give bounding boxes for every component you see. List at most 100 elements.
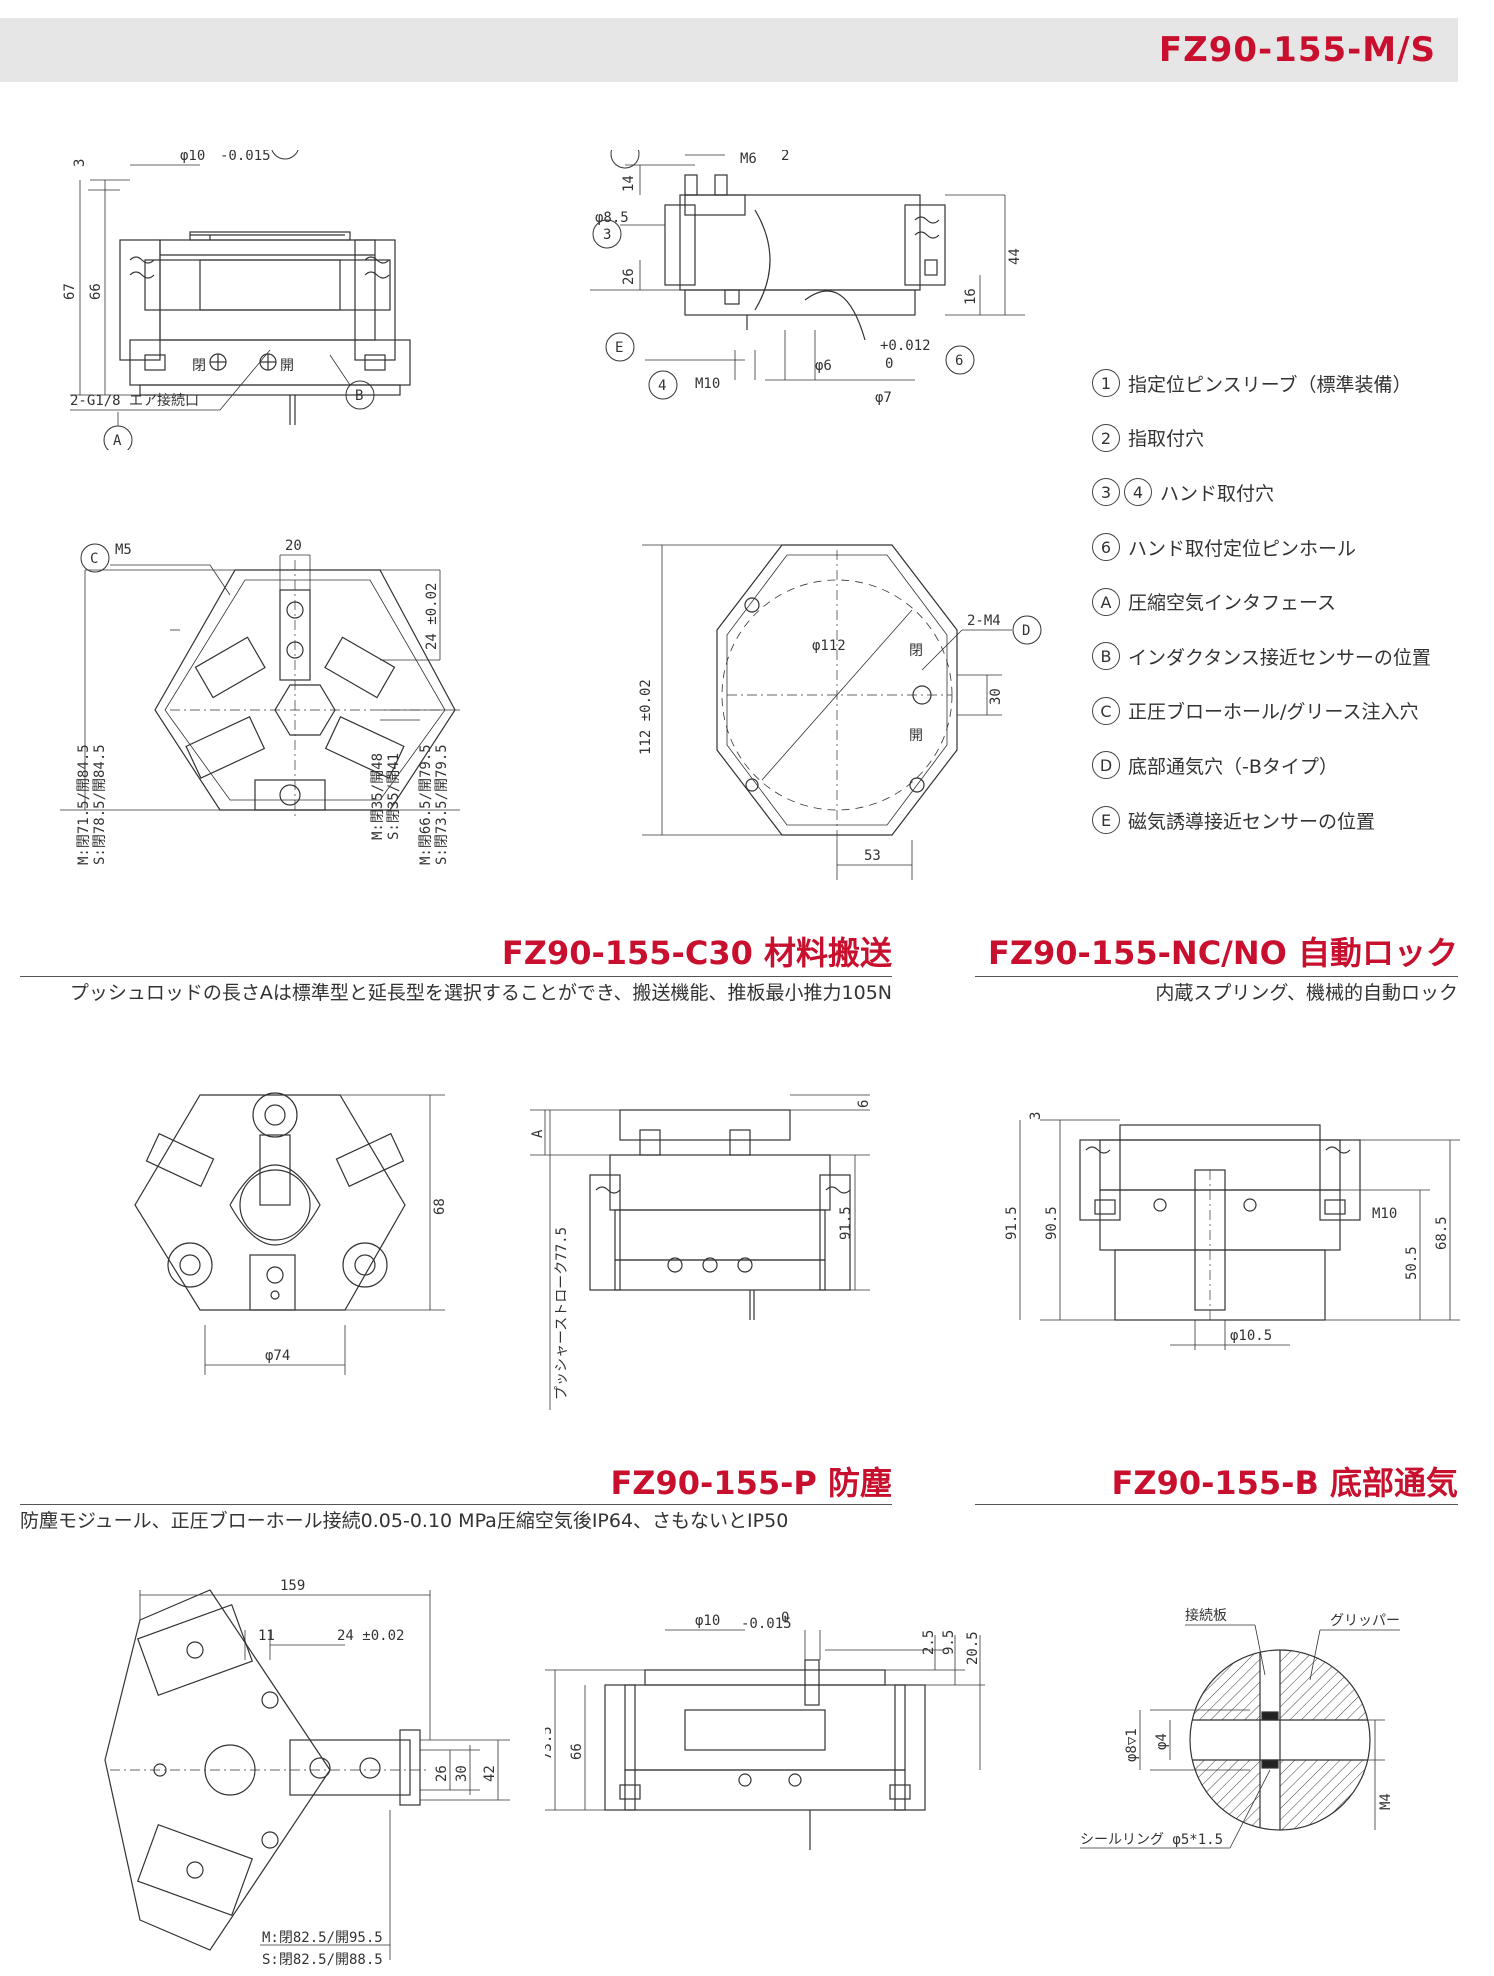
- section-title-ncno: FZ90-155-NC/NO 自動ロック: [987, 934, 1458, 972]
- top-dim-v2: S:閉78.5/開84.5: [92, 744, 108, 865]
- ncno-dim-905: 90.5: [1044, 1206, 1060, 1240]
- legend-text: ハンド取付定位ピンホール: [1128, 537, 1357, 560]
- bottom-label-close: 閉: [909, 643, 923, 659]
- ncno-dim-505: 50.5: [1404, 1246, 1420, 1280]
- legend-mark: 2: [1092, 423, 1120, 452]
- b-detail-gripper: グリッパー: [1330, 1613, 1400, 1629]
- p-top-dim-159: 159: [280, 1578, 305, 1594]
- legend-mark: B: [1092, 642, 1120, 671]
- legend-text: 底部通気穴（-Bタイプ）: [1128, 755, 1338, 778]
- section-title-c30: FZ90-155-C30 材料搬送: [501, 934, 892, 972]
- top-view-drawing: C M5 20 24 ±0.02 M:閉71.5/開84.5 S:閉78.5/開…: [60, 510, 580, 880]
- top-dim-v5: M:閉66.5/開79.5: [418, 744, 434, 865]
- p-top-drawing: 159 11 24 ±0.02 26 30 42 M:閉82.5/開95.5 S…: [100, 1550, 520, 1970]
- side-dim-d85: φ8.5: [595, 210, 629, 226]
- bottom-view-drawing: 112 ±0.02 φ112 2-M4 D 閉 開 30 53: [612, 530, 1082, 880]
- side-dim-m10: M10: [695, 376, 720, 392]
- side-dim-m6: M6: [740, 151, 757, 167]
- side-circle-e: E: [615, 340, 623, 356]
- p-top-dim-42: 42: [482, 1765, 498, 1782]
- top-dim-m5: M5: [115, 542, 132, 558]
- legend-item-6: 6 ハンド取付定位ピンホール: [1092, 520, 1482, 575]
- front-circle-a: A: [113, 433, 122, 449]
- top-dim-24: 24 ±0.02: [424, 583, 440, 650]
- side-dim-16: 16: [963, 288, 979, 305]
- b-detail-seal: シールリング φ5*1.5: [1080, 1832, 1223, 1848]
- ncno-dim-105: φ10.5: [1230, 1328, 1272, 1344]
- p-side-dim-25: 2.5: [921, 1630, 937, 1655]
- front-label-close: 閉: [192, 358, 206, 374]
- side-circle-3: 3: [603, 227, 611, 243]
- legend-mark: 3: [1092, 478, 1120, 507]
- bottom-label-open: 開: [909, 728, 923, 744]
- front-dim-67: 67: [62, 283, 78, 300]
- front-air-port: 2-G1/8 エア接続口: [70, 392, 199, 409]
- legend-item-2: 2 指取付穴: [1092, 411, 1482, 466]
- ncno-dim-3: 3: [1028, 1112, 1044, 1120]
- front-dim-3: 3: [72, 159, 88, 167]
- legend-item-1: 1 指定位ピンスリーブ（標準装備）: [1092, 356, 1482, 411]
- legend-item-c: C 正圧ブローホール/グリース注入穴: [1092, 684, 1482, 739]
- legend-text: インダクタンス接近センサーの位置: [1128, 646, 1431, 669]
- top-dim-v1: M:閉71.5/開84.5: [76, 744, 92, 865]
- legend-text: 指取付穴: [1128, 428, 1205, 451]
- b-detail-drawing: 接続板 グリッパー φ8▽1 φ4 M4 シールリング φ5*1.5: [1080, 1590, 1420, 1860]
- header-bar: FZ90-155-M/S: [0, 18, 1458, 82]
- side-dim-26: 26: [621, 268, 637, 285]
- front-dim-tolm: -0.015: [220, 150, 271, 164]
- legend-item-b: B インダクタンス接近センサーの位置: [1092, 629, 1482, 684]
- c30-side-dim-915: 91.5: [838, 1206, 854, 1240]
- legend-item-e: E 磁気誘導接近センサーの位置: [1092, 793, 1482, 848]
- section-desc-c30: プッシュロッドの長さAは標準型と延長型を選択することができ、搬送機能、推板最小推…: [69, 982, 892, 1004]
- ncno-dim-685: 68.5: [1434, 1216, 1450, 1250]
- top-dim-v6: S:閉73.5/開79.5: [434, 744, 450, 865]
- side-tol-plus: +0.012: [880, 338, 931, 354]
- side-dim-44: 44: [1007, 248, 1023, 265]
- p-top-dim-v2: S:閉82.5/開88.5: [262, 1952, 383, 1968]
- section-desc-p: 防塵モジュール、正圧ブローホール接続0.05-0.10 MPa圧縮空気後IP64…: [20, 1510, 789, 1532]
- legend-mark: C: [1092, 696, 1120, 725]
- section-rule-p: [20, 1504, 892, 1505]
- legend-item-3-4: 3 4 ハンド取付穴: [1092, 465, 1482, 520]
- b-detail-dim-d8: φ8▽1: [1124, 1728, 1140, 1762]
- section-rule-b: [975, 1504, 1458, 1505]
- bottom-dim-m4: 2-M4: [967, 613, 1001, 629]
- ncno-drawing: 3 91.5 90.5 M10 50.5 68.5 φ10.5: [1000, 1090, 1470, 1350]
- bottom-dim-53: 53: [864, 848, 881, 864]
- p-top-dim-11: 11: [258, 1628, 275, 1644]
- p-top-dim-v1: M:閉82.5/開95.5: [262, 1930, 383, 1946]
- bottom-dim-112: 112 ±0.02: [638, 679, 654, 755]
- section-desc-ncno: 内蔵スプリング、機械的自動ロック: [1155, 982, 1458, 1004]
- front-dim-66: 66: [88, 283, 104, 300]
- b-detail-plate: 接続板: [1185, 1607, 1227, 1624]
- p-side-drawing: φ10 0 -0.015 2.5 9.5 20.5 73.5 66: [545, 1610, 1045, 1870]
- side-view-drawing: M6 2 14 φ8.5 3 26 E 4 M10 φ6 +0.012 0 6 …: [585, 150, 1055, 430]
- b-detail-dim-m4: M4: [1378, 1793, 1394, 1810]
- legend-mark: D: [1092, 751, 1120, 780]
- bottom-circle-d: D: [1022, 623, 1030, 639]
- legend-text: 圧縮空気インタフェース: [1128, 592, 1337, 615]
- c30-side-dim-6: 6: [856, 1100, 872, 1108]
- p-side-dim-205: 20.5: [965, 1631, 981, 1665]
- top-dim-v4: S:閉35/開41: [386, 753, 402, 840]
- p-side-tolm: -0.015: [741, 1616, 792, 1632]
- c30-top-drawing: 68 φ74: [130, 1085, 470, 1405]
- legend-mark: 6: [1092, 533, 1120, 562]
- front-view-drawing: φ10 0 -0.015 1 3 67 66 閉 開 2-G1/8 エア接続口 …: [60, 150, 480, 450]
- ncno-dim-915: 91.5: [1004, 1206, 1020, 1240]
- c30-side-stroke: プッシャーストローク77.5: [554, 1227, 570, 1400]
- c30-side-drawing: A 6 プッシャーストローク77.5 91.5: [530, 1080, 910, 1410]
- section-rule-ncno: [975, 976, 1458, 977]
- side-dim-14: 14: [621, 175, 637, 192]
- legend-text: ハンド取付穴: [1160, 482, 1275, 505]
- p-side-dim-95: 9.5: [941, 1630, 957, 1655]
- p-side-dim-d10: φ10: [695, 1613, 720, 1629]
- legend-mark: E: [1092, 806, 1120, 835]
- top-dim-20: 20: [285, 538, 302, 554]
- ncno-dim-m10: M10: [1372, 1206, 1397, 1222]
- top-circle-c: C: [90, 551, 98, 567]
- front-circle-b: B: [355, 388, 363, 404]
- front-dim-d10: φ10: [180, 150, 205, 164]
- b-detail-dim-d4: φ4: [1154, 1733, 1170, 1750]
- p-side-dim-66: 66: [569, 1743, 585, 1760]
